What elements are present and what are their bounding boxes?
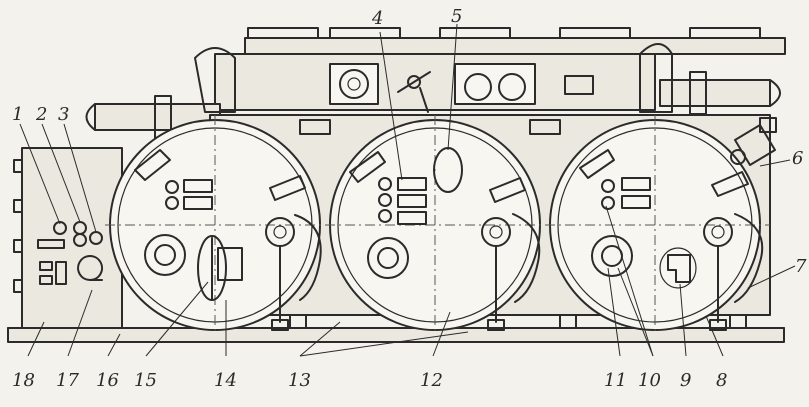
callout-6: 6 <box>792 148 803 169</box>
callout-3: 3 <box>58 104 69 125</box>
callout-18: 18 <box>12 370 35 391</box>
callout-4: 4 <box>371 8 383 29</box>
control-panel <box>13 147 123 329</box>
callout-10: 10 <box>638 370 661 391</box>
leader-lines <box>19 23 796 357</box>
callout-16: 16 <box>96 370 119 391</box>
callout-12: 12 <box>420 370 443 391</box>
callout-1: 1 <box>12 104 23 125</box>
callout-labels: 1 2 3 4 5 6 7 8 9 10 11 12 13 14 15 16 1… <box>12 6 807 391</box>
callout-2: 2 <box>35 104 47 125</box>
drum-1 <box>105 115 325 335</box>
callout-9: 9 <box>680 370 691 391</box>
top-housing <box>214 27 786 113</box>
drum-3 <box>545 115 776 335</box>
callout-5: 5 <box>451 6 462 27</box>
callout-17: 17 <box>56 370 79 391</box>
callout-14: 14 <box>214 370 237 391</box>
callout-7: 7 <box>795 256 807 277</box>
callout-8: 8 <box>716 370 727 391</box>
callout-13: 13 <box>288 370 311 391</box>
callout-11: 11 <box>604 370 627 391</box>
callout-15: 15 <box>134 370 157 391</box>
